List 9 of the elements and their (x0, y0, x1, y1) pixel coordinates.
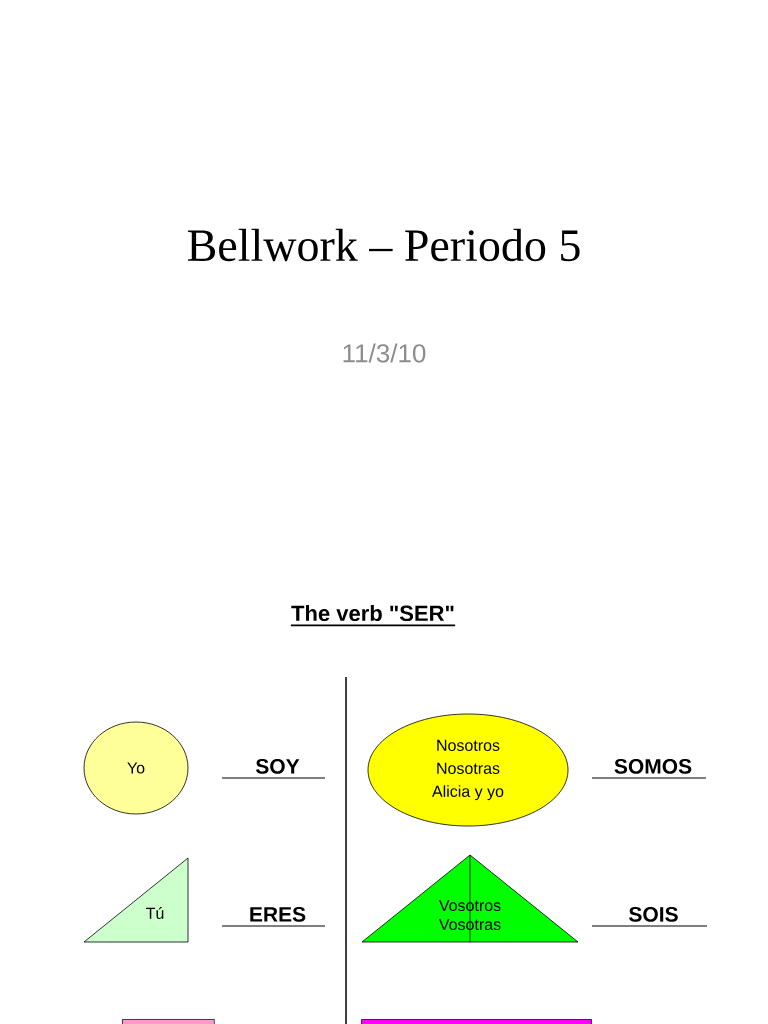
answer-line: ERES (221, 906, 326, 927)
box-shape (361, 1019, 592, 1024)
answer-line: SOMOS (591, 758, 707, 779)
answer-line: SOY (221, 758, 326, 779)
answer-line: SOIS (591, 906, 708, 927)
date-text: 11/3/10 (343, 343, 426, 363)
title: Bellwork – Periodo 5 (187, 228, 580, 262)
heading: The verb "SER" (291, 604, 454, 622)
box-shape (122, 1019, 215, 1024)
